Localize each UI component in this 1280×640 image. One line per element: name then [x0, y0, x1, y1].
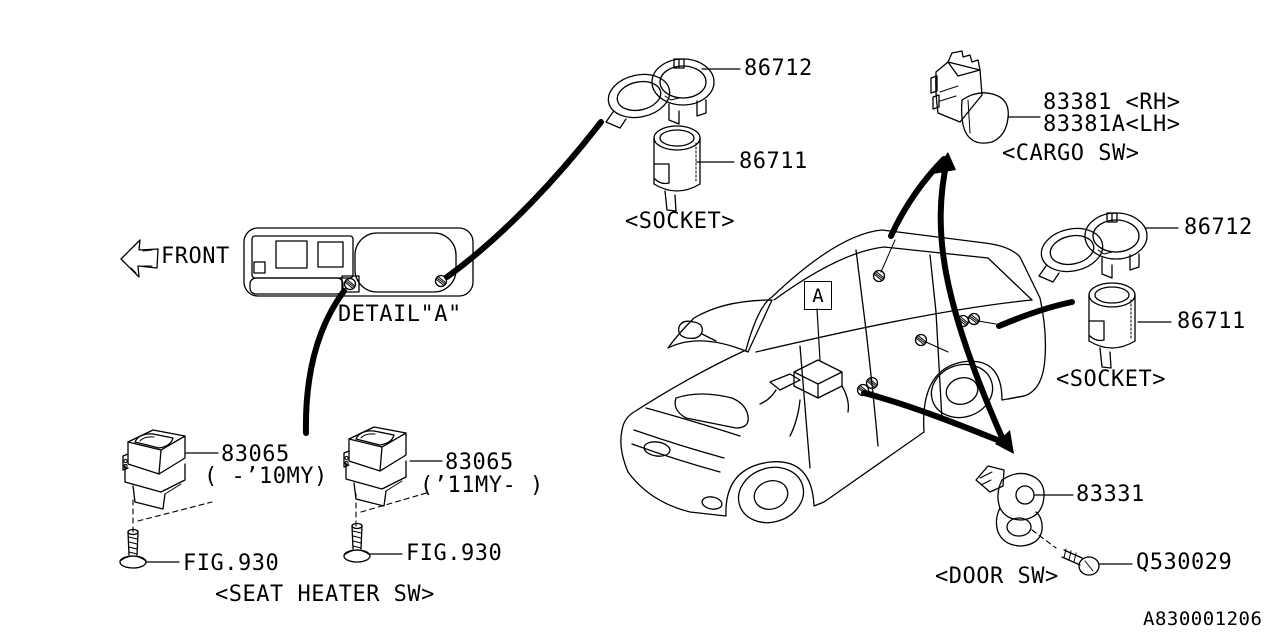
caption-door-switch: <DOOR SW>: [935, 564, 1059, 589]
part-number-83381a-lh: 83381A<LH>: [1043, 112, 1181, 137]
leader-arrow-to-door-switch: [861, 157, 1014, 454]
cargo-switch-drawing: [930, 50, 1009, 144]
seat-heater-switch-early-drawing: [119, 429, 213, 569]
part-number-83065-early: 83065: [221, 442, 290, 467]
location-marker-a-letter: A: [812, 284, 824, 307]
caption-socket-right: <SOCKET>: [1056, 367, 1166, 392]
seat-heater-switch-late-drawing: [343, 426, 431, 563]
detail-a-console-drawing: [243, 227, 474, 297]
part-number-83331: 83331: [1076, 482, 1145, 507]
part-number-86711-right: 86711: [1177, 309, 1246, 334]
car-illustration: [620, 229, 1047, 524]
caption-socket-top: <SOCKET>: [625, 209, 735, 234]
socket-cover-drawing-top: [603, 58, 715, 129]
fig-930-late: FIG.930: [406, 541, 503, 566]
caption-cargo-switch: <CARGO SW>: [1002, 141, 1140, 166]
detail-a-label: DETAIL"A": [338, 302, 462, 327]
part-number-q530029: Q530029: [1136, 550, 1233, 575]
part-number-86711-top: 86711: [739, 149, 808, 174]
location-marker-a: A: [804, 281, 832, 310]
fig-930-early: FIG.930: [183, 551, 280, 576]
door-switch-drawing: [975, 465, 1100, 576]
part-number-83065-late: 83065: [445, 450, 514, 475]
label-leader-lines: [145, 68, 1179, 565]
socket-drawing-top: [653, 125, 701, 212]
note-83065-late: (’11MY- ): [420, 473, 544, 498]
leader-curve-console-to-socket: [444, 119, 604, 280]
part-number-86712-top: 86712: [744, 56, 813, 81]
socket-drawing-right: [1088, 282, 1136, 369]
front-label: FRONT: [161, 244, 230, 269]
front-arrow-icon: [120, 239, 159, 278]
diagram-number: A830001206: [1143, 608, 1263, 630]
caption-seat-heater: <SEAT HEATER SW>: [215, 582, 435, 607]
part-number-86712-right: 86712: [1184, 215, 1253, 240]
leader-curve-to-right-socket: [996, 299, 1075, 329]
socket-cover-drawing-right: [1036, 212, 1148, 283]
note-83065-early: ( -’10MY): [204, 464, 328, 489]
part-number-83381-rh: 83381 <RH>: [1043, 90, 1181, 115]
leader-curve-console-to-seat-heater: [302, 288, 347, 436]
